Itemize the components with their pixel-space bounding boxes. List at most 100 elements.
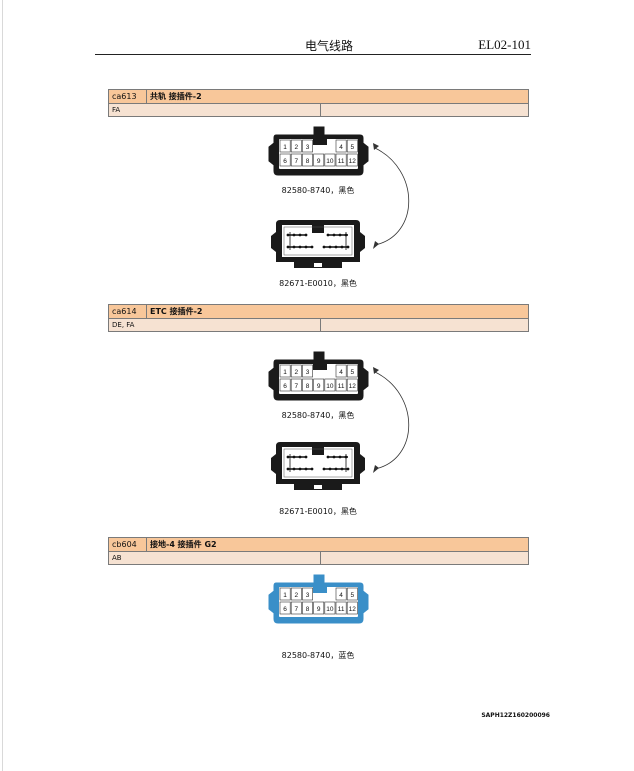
terminal-dot [286,455,290,459]
pin-cell [302,139,313,153]
connector-part-label: 82580-8740，黑色 [281,411,355,420]
pin-number: 6 [283,606,287,613]
pin-number: 11 [338,383,345,390]
pin-number: 1 [283,369,287,376]
section-title: ETC 接插件-2 [150,307,203,316]
pin-number: 8 [306,606,310,613]
terminal-dot [298,245,302,249]
pin-cell [279,601,291,615]
mating-part-label: 82671-E0010，黑色 [279,507,357,516]
pin-number: 12 [349,606,357,613]
connector-latch [313,137,327,145]
pin-number: 2 [294,369,298,376]
terminal-dot [338,233,342,237]
terminal-dot [286,245,290,249]
pin-number: 7 [294,383,298,390]
terminal-dot [332,455,336,459]
pin-number: 3 [306,369,310,376]
pin-number: 6 [283,158,287,165]
section-title: 接地-4 接插件 G2 [150,540,217,549]
pin-cell [279,153,291,167]
pin-number: 9 [317,383,321,390]
pin-number: 11 [338,158,345,165]
pin-cell [290,139,302,153]
pin-cell [279,378,291,392]
mating-key [314,485,322,489]
page-title: 电气线路 [305,39,354,53]
pin-cell [335,587,347,601]
pin-number: 1 [283,592,287,599]
page-header: 电气线路 EL02-101 [95,36,531,55]
pin-cell [313,601,325,615]
pin-number: 5 [350,144,354,151]
mating-arrow [373,367,409,473]
pin-cell [302,364,313,378]
pin-number: 9 [317,606,321,613]
section-title: 共轨 接插件-2 [150,92,202,101]
mating-connector-diagram-ca614 [271,442,365,490]
terminal-dot [322,245,326,249]
terminal-dot [326,455,330,459]
pin-number: 4 [339,592,343,599]
mating-connector-diagram-ca613 [271,220,365,268]
terminal-dot [340,467,344,471]
pin-cell [279,139,291,153]
pin-cell [279,587,291,601]
page-edge [2,0,3,771]
mating-arrow [373,143,409,249]
pin-cell [290,587,302,601]
pin-cell [335,378,347,392]
mating-part-label: 82671-E0010，黑色 [279,279,357,288]
pin-number: 4 [339,369,343,376]
terminal-dot [326,233,330,237]
pin-number: 10 [326,606,334,613]
connector-latch [313,362,327,370]
pin-cell [324,601,336,615]
pin-number: 3 [306,144,310,151]
pin-number: 4 [339,144,343,151]
terminal-dot [328,467,332,471]
pin-cell [346,153,358,167]
pin-number: 6 [283,383,287,390]
pin-cell [335,139,347,153]
section-code: ca613 [109,90,147,103]
mating-key [314,263,322,267]
terminal-dot [286,467,290,471]
page-code: EL02-101 [478,37,531,52]
pin-cell [279,364,291,378]
pin-number: 10 [326,158,334,165]
terminal-dot [304,467,308,471]
pin-cell [290,601,302,615]
terminal-dot [292,467,296,471]
pin-cell [290,364,302,378]
pin-number: 10 [326,383,334,390]
pin-cell [302,587,313,601]
pin-cell [290,153,302,167]
connector-latch [313,585,327,593]
pin-cell [346,364,358,378]
pin-number: 5 [350,592,354,599]
pin-cell [335,364,347,378]
pin-number: 1 [283,144,287,151]
section-code: cb604 [109,538,147,551]
pin-cell [335,153,347,167]
pin-number: 7 [294,158,298,165]
pin-cell [302,378,313,392]
mating-latch [312,445,324,455]
terminal-dot [298,455,302,459]
pin-number: 9 [317,158,321,165]
document-id: SAPH12Z160200096 [481,712,550,719]
terminal-dot [292,455,296,459]
pin-cell [313,153,325,167]
section-code: ca614 [109,305,147,318]
section-variant: AB [109,552,321,564]
pin-cell [324,153,336,167]
terminal-dot [304,455,308,459]
pin-cell [324,378,336,392]
